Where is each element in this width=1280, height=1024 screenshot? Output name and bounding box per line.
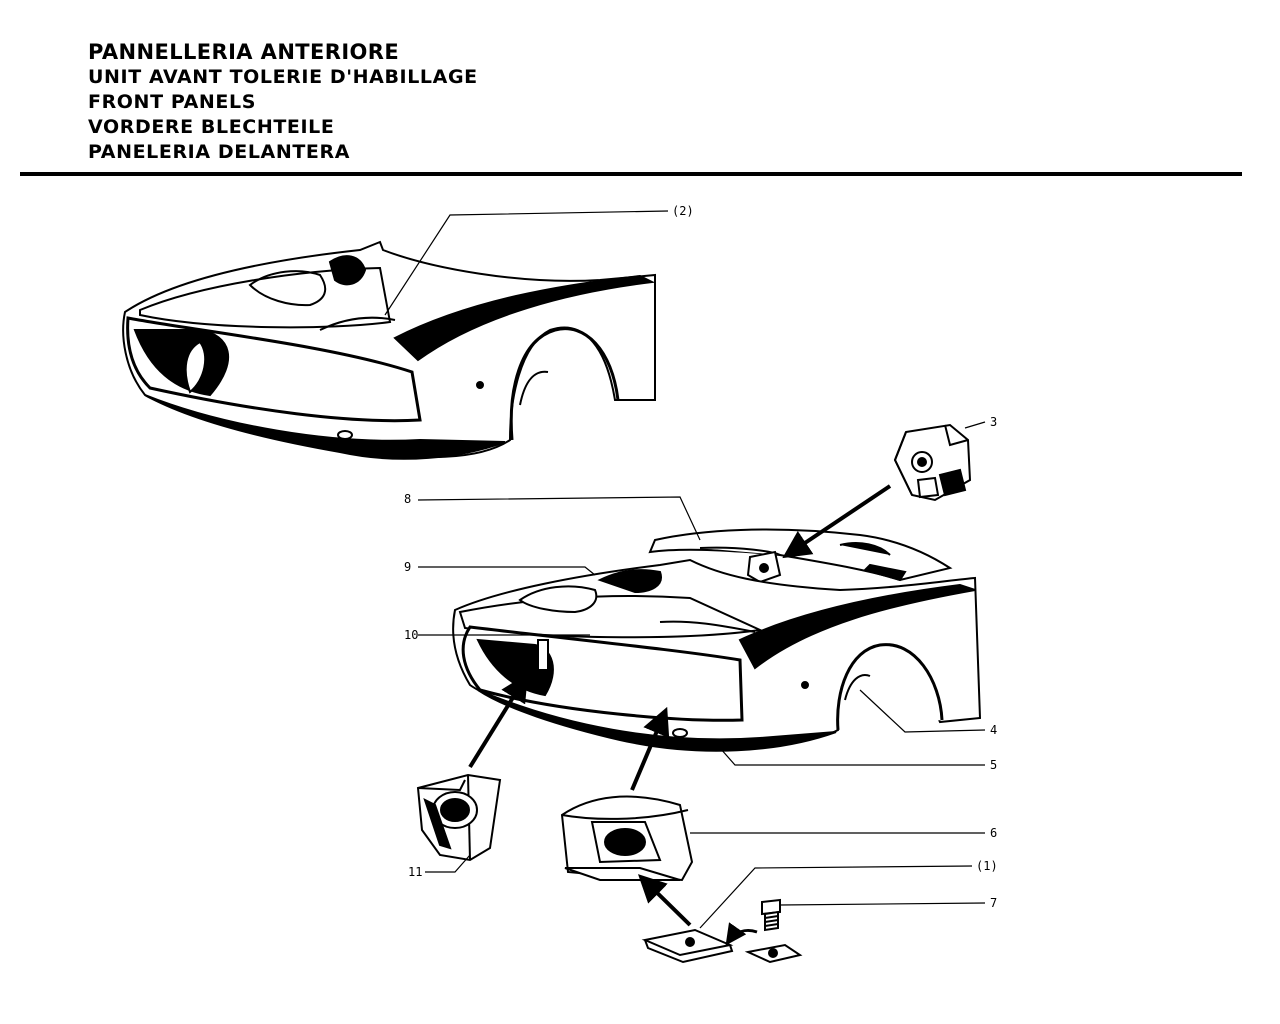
front-end-assembly-bottom bbox=[452, 558, 982, 752]
callout-7: 7 bbox=[990, 896, 997, 910]
callout-5: 5 bbox=[990, 758, 997, 772]
leader-lines bbox=[384, 210, 986, 929]
title-italian: PANNELLERIA ANTERIORE bbox=[88, 40, 400, 64]
title-block: PANNELLERIA ANTERIORE UNIT AVANT TOLERIE… bbox=[88, 40, 478, 165]
callout-1: (1) bbox=[976, 859, 998, 873]
bolt-part-7 bbox=[761, 898, 781, 932]
callout-8: 8 bbox=[404, 492, 411, 506]
title-german: VORDERE BLECHTEILE bbox=[88, 116, 335, 138]
header-rule bbox=[20, 172, 1242, 176]
callout-6: 6 bbox=[990, 826, 997, 840]
front-panel-assembly-top bbox=[122, 240, 656, 460]
callout-11: 11 bbox=[408, 865, 422, 879]
plate-part-1 bbox=[641, 928, 734, 964]
callout-3: 3 bbox=[990, 415, 997, 429]
callout-4: 4 bbox=[990, 723, 997, 737]
assembly-arrows bbox=[468, 484, 892, 946]
title-spanish: PANELERIA DELANTERA bbox=[88, 141, 351, 163]
callout-10: 10 bbox=[404, 628, 418, 642]
grille-box-part-6 bbox=[560, 795, 694, 882]
title-english: FRONT PANELS bbox=[88, 91, 256, 113]
clip-nut bbox=[744, 943, 803, 964]
callout-2: (2) bbox=[672, 204, 694, 218]
title-french: UNIT AVANT TOLERIE D'HABILLAGE bbox=[88, 66, 478, 88]
bracket-part-3 bbox=[893, 423, 972, 502]
callout-9: 9 bbox=[404, 560, 411, 574]
headlamp-housing-part-11 bbox=[416, 773, 502, 862]
